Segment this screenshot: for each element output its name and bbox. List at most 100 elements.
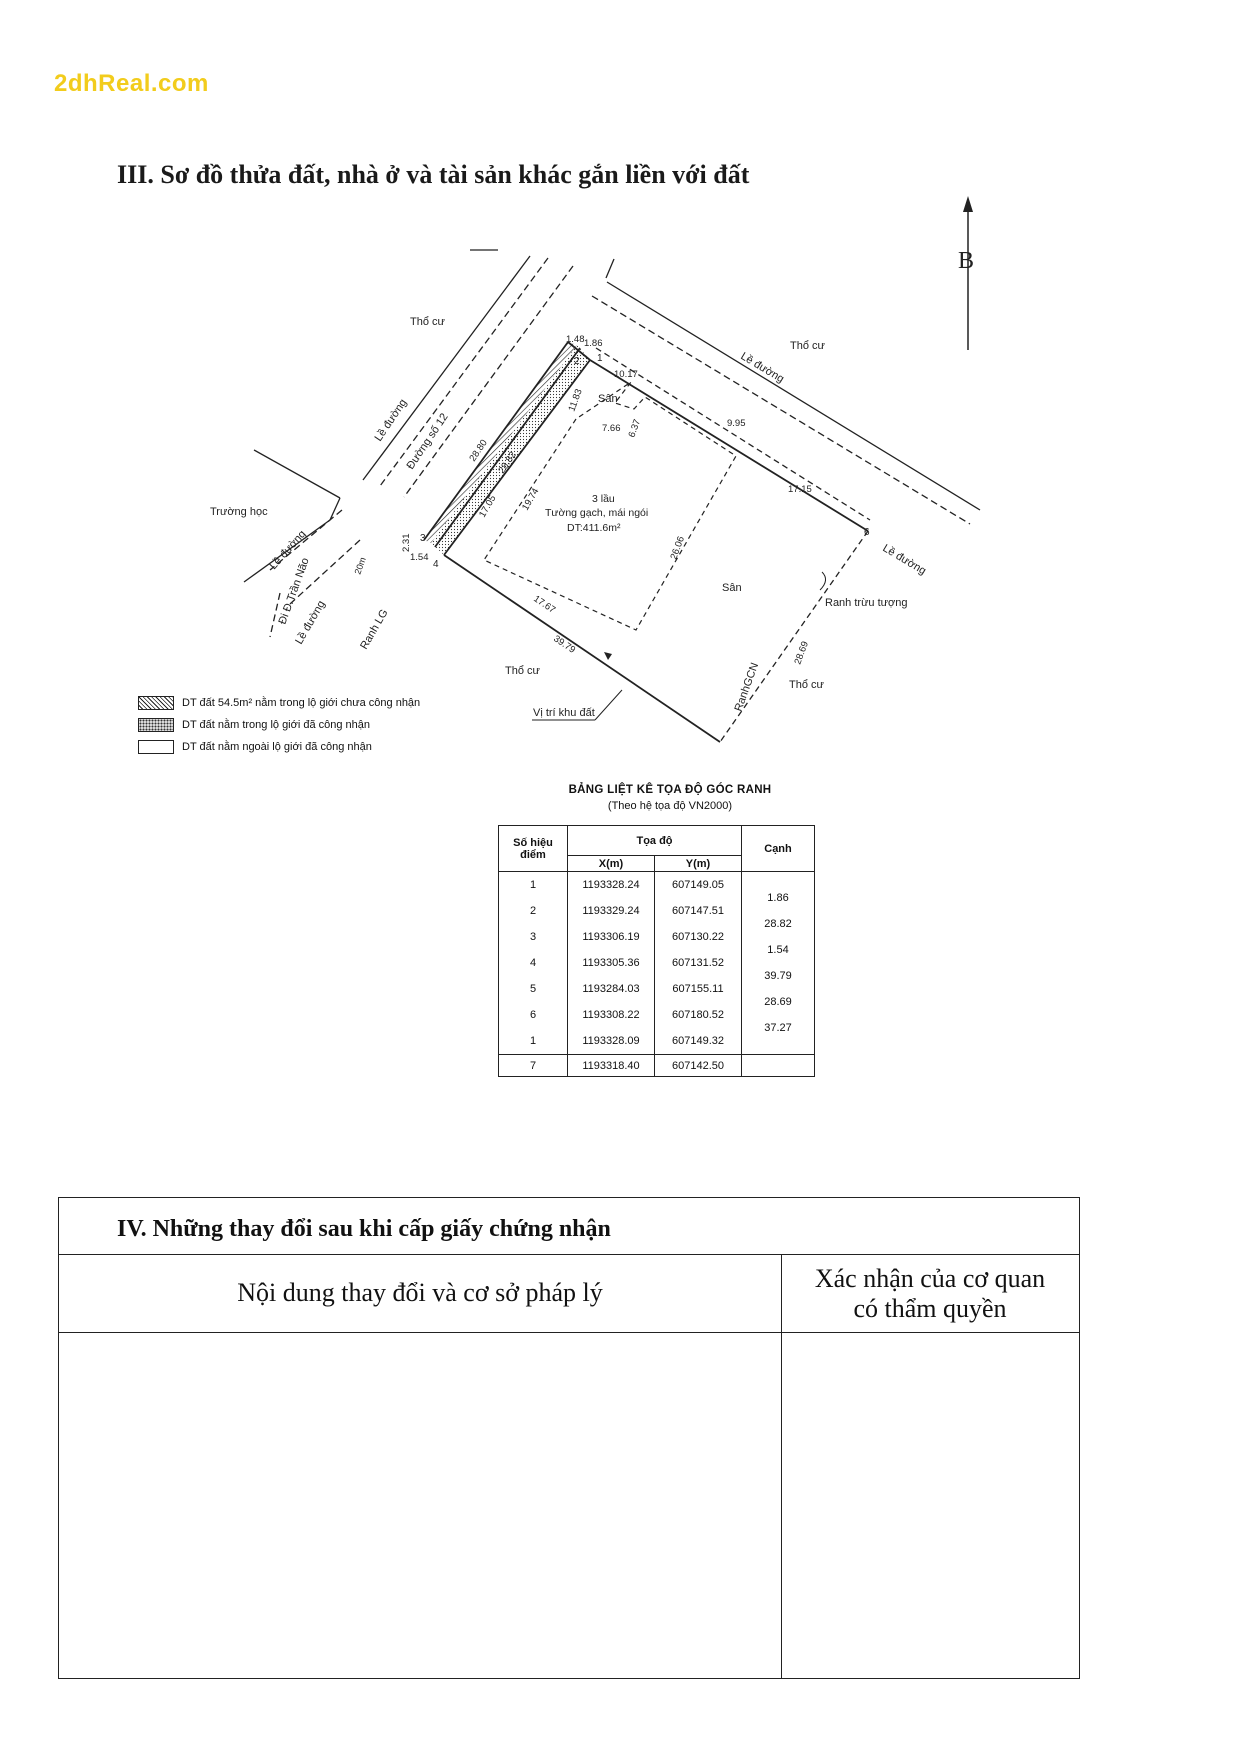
table-cell: 1.86 [767,892,789,904]
table-cell: 37.27 [764,1022,792,1034]
authority-line-1: Xác nhận của cơ quan [814,1264,1046,1293]
table-cell: 1 [529,879,537,891]
label-le-duong: Lề đường [293,599,328,647]
label-building: Tường gạch, mái ngói [545,507,648,519]
point-1: 1 [597,353,603,364]
table-cell: 1193329.24 [582,905,640,917]
dots-swatch-icon [138,718,174,732]
table-cell: 6 [529,1009,537,1021]
coord-table: Số hiệu điểm Tọa độ Cạnh X(m) Y(m) 1 2 3… [498,825,815,1077]
header-edge: Cạnh [741,825,815,872]
dim-label: 26.06 [668,535,686,561]
table-cell: 1193328.09 [582,1035,640,1047]
point-labels: 1 2 3 4 5 6 [420,353,870,570]
point-3: 3 [420,533,426,544]
divider [59,1254,1079,1255]
x-column: 1193328.24 1193329.24 1193306.19 1193305… [567,871,655,1055]
point-column: 1 2 3 4 5 6 1 [498,871,568,1055]
point-6: 6 [864,527,870,538]
dim-label: 1.86 [584,338,603,349]
legend-item: DT đất nằm trong lộ giới đã công nhận [182,719,371,731]
land-plot-diagram: B 1 2 3 4 5 6 [210,196,981,743]
parcel-boundary [423,341,869,743]
label-yard: Sân [598,393,618,405]
table-cell: 39.79 [764,970,792,982]
table-cell: 607155.11 [672,983,724,995]
table-cell: 1 [529,1035,537,1047]
table-cell: 1.54 [767,944,789,956]
dim-label: 10.17 [614,369,638,380]
hatch-swatch-icon [138,696,174,710]
label-ranh-lg: Ranh LG [358,607,390,651]
dim-label: 1.54 [410,552,429,563]
edge-column: 1.86 28.82 1.54 39.79 28.69 37.27 [741,871,815,1055]
blank-swatch-icon [138,740,174,754]
header-x: X(m) [567,855,655,872]
coord-table-title: BẢNG LIỆT KÊ TỌA ĐỘ GÓC RANH [568,784,772,796]
label-ranh-gcn: RanhGCN [733,661,762,713]
table-cell: 1193308.22 [582,1009,640,1021]
road-lines [243,249,981,638]
north-label: B [958,248,974,274]
y-column: 607149.05 607147.51 607130.22 607131.52 … [654,871,742,1055]
section-4-title: IV. Những thay đổi sau khi cấp giấy chứn… [117,1216,611,1242]
label-tho-cu: Thổ cư [410,316,446,328]
divider [59,1332,1079,1333]
dim-label: 7.66 [602,423,621,434]
section-4-box: IV. Những thay đổi sau khi cấp giấy chứn… [58,1197,1080,1679]
table-cell: 28.82 [764,918,792,930]
label-le-duong: Lề đường [880,542,928,577]
table-cell: 607149.05 [672,879,724,891]
map-legend: DT đất 54.5m² nằm trong lộ giới chưa côn… [138,692,420,758]
table-cell: 1193306.19 [582,931,640,943]
table-cell: 4 [529,957,537,969]
authority-line-2: có thẩm quyền [853,1294,1007,1323]
label-ranh-truu-tuong: Ranh trừu tượng [825,597,907,609]
column-header-authority: Xác nhận của cơ quan có thẩm quyền [781,1264,1079,1324]
label-yard: Sân [722,582,742,594]
label-road-width: 20m [352,556,367,576]
header-point: Số hiệu điểm [498,825,568,872]
table-cell: 607147.51 [672,905,724,917]
table-row: 7 1193318.40 607142.50 [498,1054,815,1077]
header-coord: Tọa độ [567,825,742,856]
label-tho-cu: Thổ cư [505,665,541,677]
table-cell: 607142.50 [654,1054,742,1077]
dim-label: 6.37 [626,418,643,439]
label-school: Trường học [210,506,268,518]
label-le-duong: Lề đường [738,350,786,385]
dim-label: 1.48 [566,334,585,345]
label-building: DT:411.6m² [567,522,621,534]
table-cell: 607130.22 [672,931,724,943]
dim-label: 2.31 [401,534,412,553]
dim-label: 11.83 [566,388,584,413]
label-location: Vị trí khu đất [533,707,595,719]
point-2: 2 [574,356,580,367]
table-cell: 1193318.40 [567,1054,655,1077]
table-cell: 607131.52 [672,957,724,969]
dim-label: 17.15 [788,484,812,495]
column-divider [781,1254,782,1678]
point-4: 4 [433,559,439,570]
header-y: Y(m) [654,855,742,872]
legend-item: DT đất nằm ngoài lộ giới đã công nhận [182,741,372,753]
dim-label: 28.69 [792,640,810,666]
coord-table-caption: BẢNG LIỆT KÊ TỌA ĐỘ GÓC RANH (Theo hệ tọ… [500,784,840,812]
north-arrow-icon [963,196,973,350]
dim-label: 19.74 [520,486,541,512]
table-cell: 5 [529,983,537,995]
table-cell: 607180.52 [672,1009,724,1021]
legend-item: DT đất 54.5m² nằm trong lộ giới chưa côn… [182,697,421,709]
label-le-duong: Lề đường [373,397,410,444]
section-3-title: III. Sơ đồ thửa đất, nhà ở và tài sản kh… [117,160,750,189]
table-cell: 28.69 [764,996,792,1008]
table-cell [741,1054,815,1077]
table-cell: 1193284.03 [582,983,640,995]
watermark-logo: 2dhReal.com [54,70,209,97]
column-header-content: Nội dung thay đổi và cơ sở pháp lý [237,1278,603,1307]
dim-label: 17.67 [531,593,557,615]
table-cell: 7 [498,1054,568,1077]
label-building: 3 lầu [592,493,615,505]
label-tho-cu: Thổ cư [790,340,826,352]
table-cell: 607149.32 [672,1035,724,1047]
